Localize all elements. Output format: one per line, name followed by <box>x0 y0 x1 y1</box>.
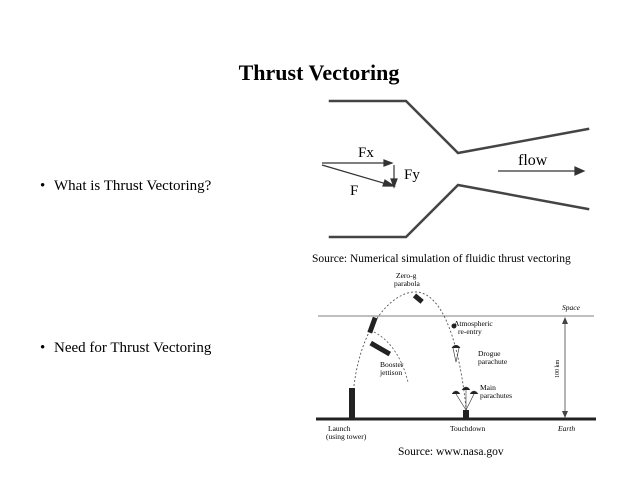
atmospheric-label-1: Atmospheric <box>454 319 493 328</box>
space-label: Space <box>562 303 581 312</box>
nozzle-upper-wall <box>328 99 590 155</box>
touchdown-label: Touchdown <box>450 424 486 433</box>
zero-g-label-2: parabola <box>394 279 420 288</box>
booster-label-2: jettison <box>379 368 402 377</box>
f-arrowhead <box>382 179 396 187</box>
main-label-2: parachutes <box>480 391 512 400</box>
bullet-item: • Need for Thrust Vectoring <box>40 340 211 357</box>
booster-path <box>373 331 409 383</box>
bullet-dot: • <box>40 178 46 194</box>
f-vector <box>321 164 391 186</box>
main-parachutes <box>451 386 479 411</box>
touchdown-capsule <box>463 410 469 418</box>
atmospheric-label-2: re-entry <box>458 327 482 336</box>
drogue-label-2: parachute <box>478 357 508 366</box>
flow-label: flow <box>518 152 548 169</box>
reentry-capsule <box>451 323 457 329</box>
flow-arrowhead <box>574 166 586 176</box>
launch-label-1: Launch <box>328 424 351 433</box>
bullet-text: What is Thrust Vectoring? <box>54 178 212 194</box>
capsule-apex <box>412 293 424 304</box>
launch-label-2: (using tower) <box>326 432 367 441</box>
booster-jettison-rocket <box>369 340 392 357</box>
trajectory-path <box>351 291 468 419</box>
fy-label: Fy <box>404 167 420 183</box>
ascent-rocket <box>367 316 378 334</box>
main-label-1: Main <box>480 383 496 392</box>
altitude-arrowhead-bottom <box>562 411 568 418</box>
nozzle-source-caption: Source: Numerical simulation of fluidic … <box>312 253 571 265</box>
bullet-dot: • <box>40 340 46 356</box>
slide-title: Thrust Vectoring <box>238 60 400 85</box>
launch-rocket <box>349 388 355 418</box>
bullet-item: • What is Thrust Vectoring? <box>40 178 211 195</box>
f-label: F <box>350 183 358 199</box>
drogue-parachute <box>451 345 461 349</box>
fy-arrowhead <box>390 178 398 189</box>
earth-label: Earth <box>557 424 575 433</box>
nozzle-diagram: Fx Fy F flow <box>321 99 590 239</box>
nozzle-lower-wall <box>328 183 590 239</box>
drogue-label-1: Drogue <box>478 349 501 358</box>
nasa-source-caption: Source: www.nasa.gov <box>398 446 504 458</box>
zero-g-label-1: Zero-g <box>396 271 417 280</box>
trajectory-diagram: Zero-g parabola Space Atmospheric re-ent… <box>316 271 596 441</box>
fx-arrowhead <box>383 159 394 167</box>
booster-label-1: Booster <box>380 360 404 369</box>
altitude-label: 100 km <box>555 360 561 379</box>
bullet-text: Need for Thrust Vectoring <box>54 340 212 356</box>
fx-label: Fx <box>358 145 374 161</box>
altitude-arrowhead-top <box>562 317 568 324</box>
